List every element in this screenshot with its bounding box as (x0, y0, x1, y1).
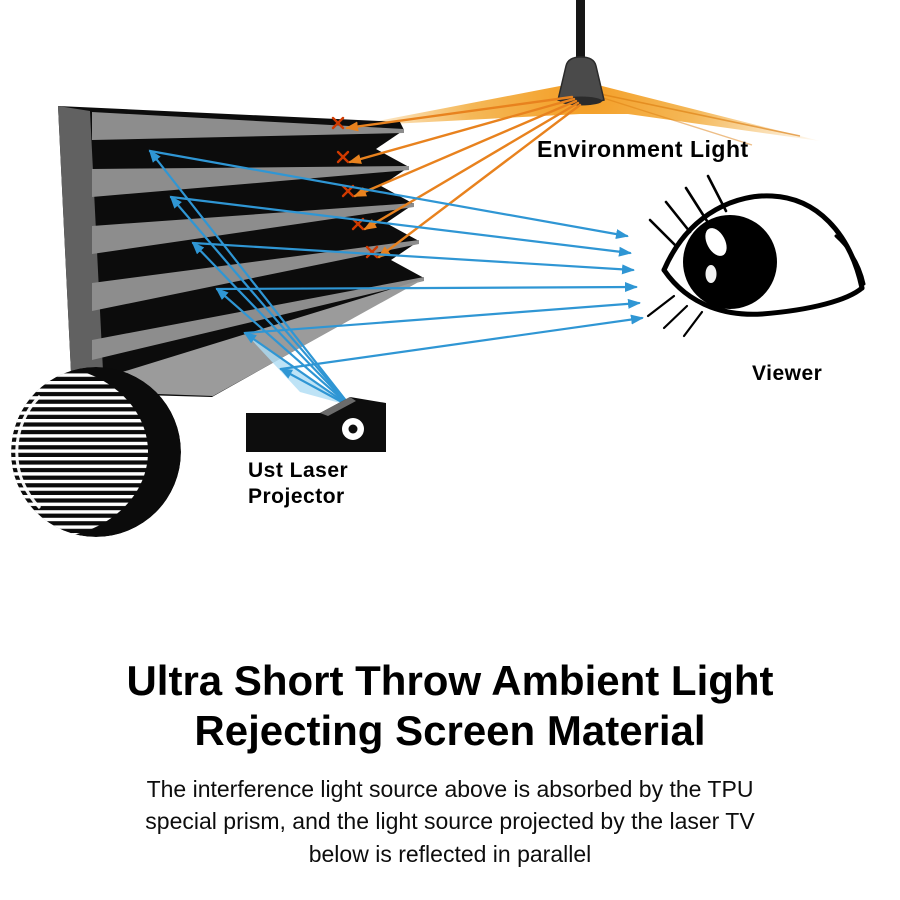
eye-iris (683, 215, 777, 309)
diagram: Environment Light Viewer Ust Laser Proje… (11, 0, 866, 537)
lamp-cord (576, 0, 585, 64)
eye-lower-lashes (646, 294, 704, 338)
viewer-eye (646, 174, 866, 338)
title-line-2: Rejecting Screen Material (194, 707, 706, 755)
description-line-3: below is reflected in parallel (308, 841, 592, 868)
projector-label-line-1: Ust Laser (248, 459, 348, 482)
detail-circle-highlight (15, 394, 42, 510)
title-line-1: Ultra Short Throw Ambient Light (126, 657, 774, 704)
ambient-light-glow (352, 86, 820, 146)
viewer-label: Viewer (752, 362, 822, 385)
prism-stripes (11, 367, 148, 537)
screen-prism-detail-circle (11, 367, 181, 537)
ceiling-lamp (557, 0, 605, 106)
ambient-light-rays (345, 95, 582, 259)
eye-upper-lid (661, 193, 865, 291)
eye-upper-lashes (648, 174, 728, 248)
reflected-light-rays (148, 149, 644, 371)
environment-light-label: Environment Light (537, 136, 749, 162)
description-block: The interference light source above is a… (0, 773, 900, 871)
eye-highlight (705, 228, 727, 256)
eye-lower-lid (661, 267, 865, 317)
laser-projector (246, 397, 386, 452)
title-block: Ultra Short Throw Ambient Light Rejectin… (0, 656, 900, 757)
alr-screen (58, 106, 424, 397)
description-line-2: special prism, and the light source proj… (145, 808, 755, 835)
projector-label-line-2: Projector (248, 485, 345, 508)
description-line-1: The interference light source above is a… (146, 775, 754, 802)
